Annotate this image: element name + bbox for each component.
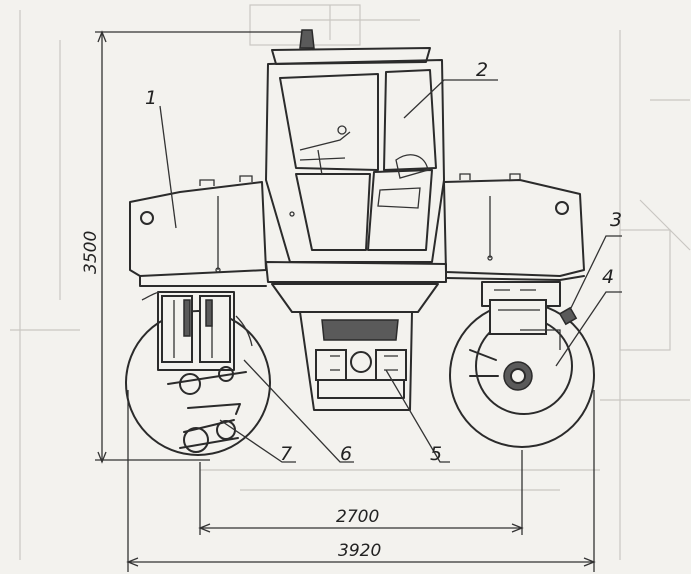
articulation-joint <box>271 283 439 411</box>
leader-lines <box>159 79 622 463</box>
callout-7: 7 <box>280 443 292 465</box>
dimension-lines <box>95 30 596 572</box>
callout-6: 6 <box>340 443 352 465</box>
callouts: 1 2 3 4 5 6 7 <box>145 59 622 465</box>
dimension-values: 3500 2700 3920 <box>81 231 381 561</box>
front-drum <box>125 291 271 456</box>
callout-2: 2 <box>476 59 488 81</box>
callout-5: 5 <box>430 443 442 465</box>
callout-3: 3 <box>610 209 622 231</box>
machine-frame <box>129 173 585 287</box>
operator-cab <box>265 29 445 263</box>
dimension-height: 3500 <box>81 231 101 274</box>
dimension-wheelbase: 2700 <box>336 507 379 527</box>
dimension-length: 3920 <box>338 541 381 561</box>
callout-4: 4 <box>602 266 614 288</box>
rear-drum <box>449 281 595 448</box>
callout-1: 1 <box>145 87 157 109</box>
